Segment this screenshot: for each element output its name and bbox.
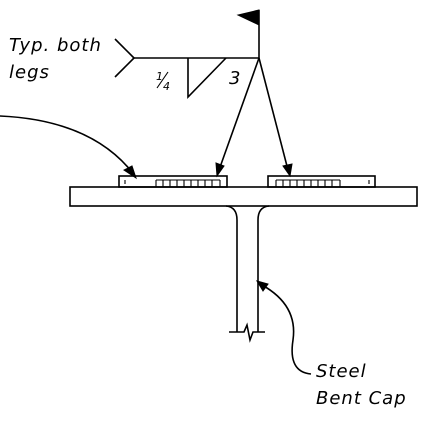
cap-plate	[69, 186, 418, 207]
web-right-edge	[257, 205, 270, 332]
weld-arrow-left-leader	[218, 57, 260, 171]
left-leader-arrowhead	[123, 165, 137, 180]
fillet-size-fraction: 1 4	[156, 70, 170, 93]
weld-arrow-left-head	[215, 162, 225, 178]
field-weld-flag-icon	[236, 9, 260, 26]
bent-cap-callout: Steel Bent Cap	[255, 280, 407, 409]
left-leader	[0, 115, 137, 180]
weld-arrow-right-leader	[258, 57, 289, 171]
weld-symbol: 1 4 3	[114, 9, 293, 178]
callout-arrowhead	[255, 280, 269, 292]
bent-cap-section	[69, 175, 418, 343]
callout-line2: Bent Cap	[316, 388, 407, 409]
fillet-size-denominator: 4	[163, 80, 170, 93]
weld-bead-left	[155, 179, 221, 188]
break-line	[229, 322, 265, 343]
web-left-edge	[225, 205, 238, 332]
callout-leader-curve	[261, 284, 312, 375]
left-leader-curve	[0, 115, 133, 173]
weld-tail-upper	[114, 38, 135, 59]
fillet-weld-icon	[187, 57, 227, 99]
weld-note-line2: legs	[9, 62, 50, 83]
weld-bead-right	[275, 179, 341, 188]
weld-arrow-right-head	[282, 163, 293, 178]
callout-line1: Steel	[316, 361, 367, 382]
weld-length-label: 3	[229, 68, 240, 89]
fillet-size-numerator: 1	[156, 70, 163, 83]
weld-note: Typ. both legs	[9, 35, 102, 83]
fraction-bar	[156, 71, 169, 89]
weld-tail-lower	[114, 57, 135, 78]
bearing-pad-right	[267, 175, 376, 188]
weld-note-line1: Typ. both	[9, 35, 102, 56]
